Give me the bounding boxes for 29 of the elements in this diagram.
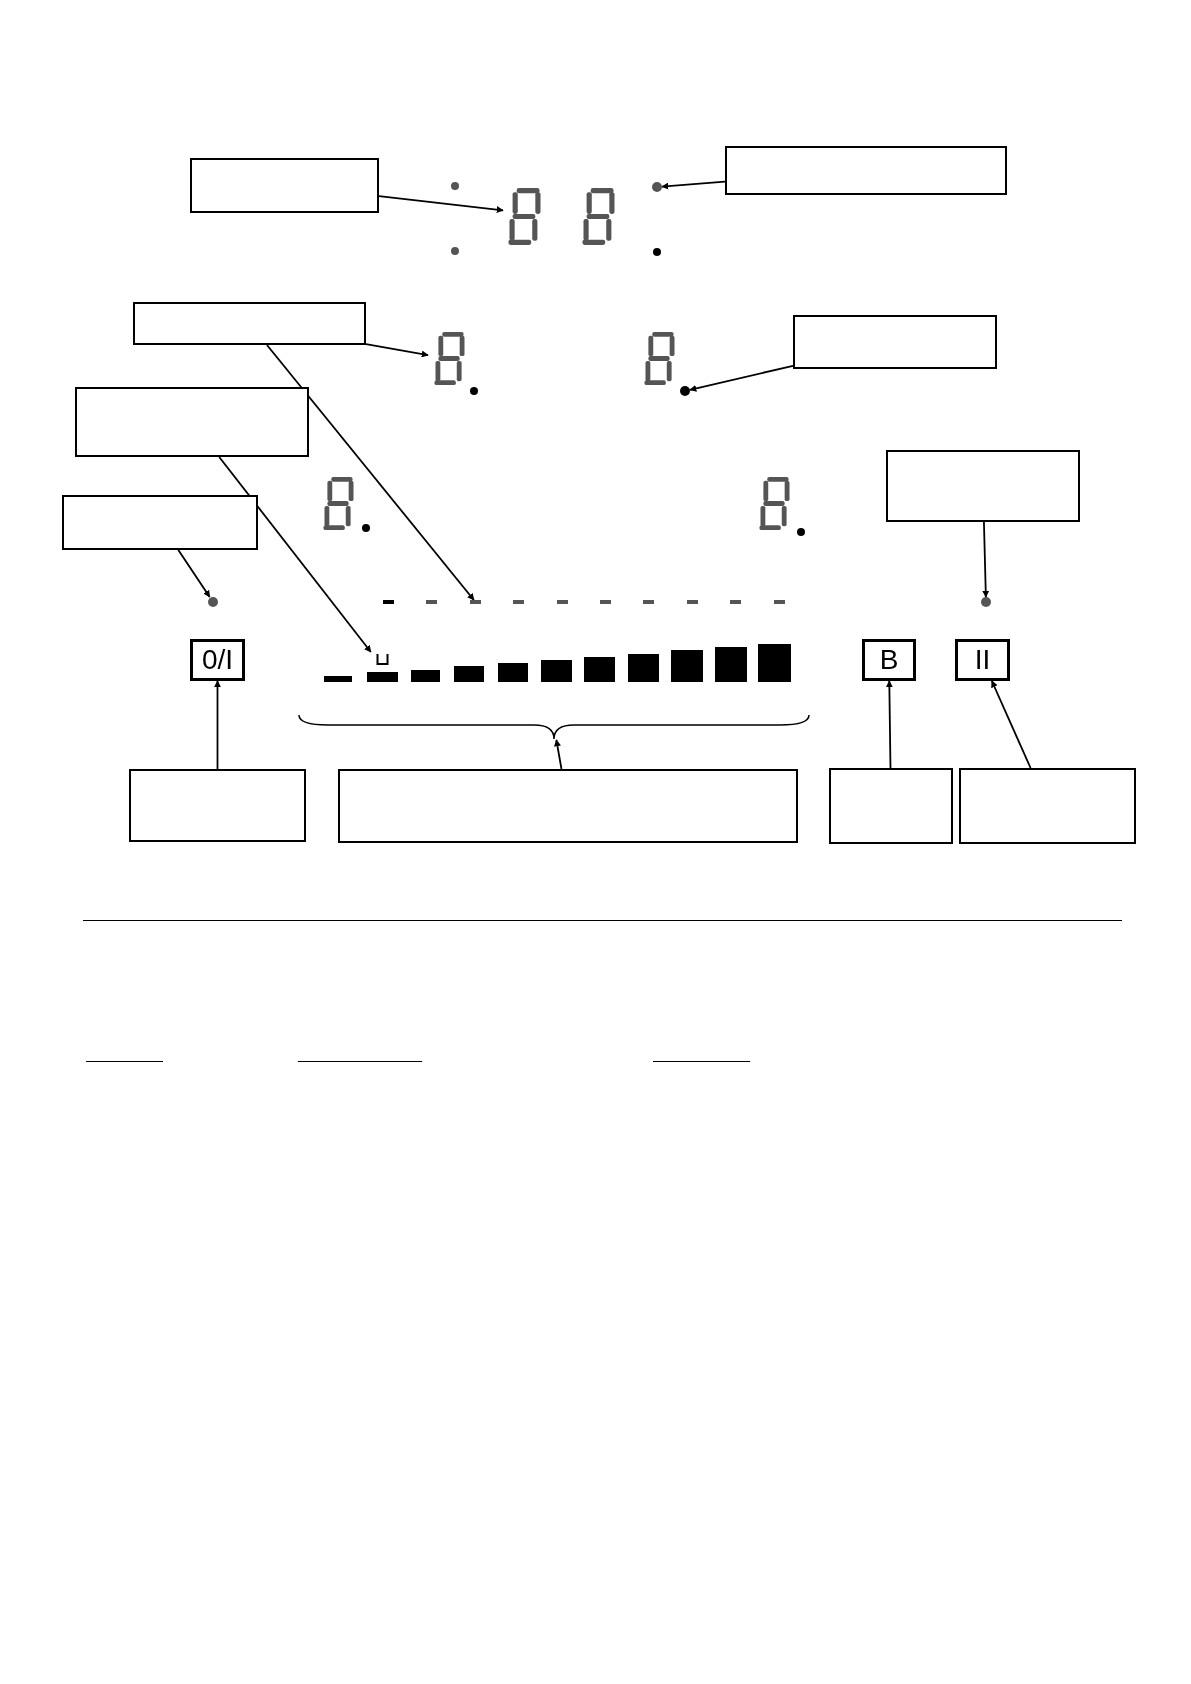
arrow — [990, 680, 1032, 769]
arrow — [177, 549, 211, 598]
arrow — [365, 343, 429, 358]
callout-box — [133, 302, 366, 345]
arrow — [214, 680, 221, 770]
callout-box — [725, 146, 1007, 195]
callout-box — [338, 769, 798, 843]
arrow — [689, 364, 794, 392]
arrow — [378, 195, 504, 214]
curly-brace — [298, 713, 810, 740]
arrow — [982, 521, 990, 598]
callout-box — [829, 768, 953, 844]
arrow — [885, 680, 893, 769]
level-dash — [470, 600, 481, 604]
callout-box — [75, 387, 309, 457]
callout-box — [959, 768, 1136, 844]
arrow — [218, 456, 372, 653]
arrow — [554, 739, 563, 770]
callout-box — [886, 450, 1080, 522]
callout-box — [62, 495, 258, 550]
control-button: B — [862, 639, 916, 681]
level-bar-with-pot-mark — [367, 652, 398, 682]
control-button: II — [955, 639, 1010, 681]
callout-box — [129, 769, 306, 842]
control-button: 0/I — [190, 639, 245, 681]
callout-box — [190, 158, 379, 213]
arrow — [661, 180, 726, 190]
callout-box — [793, 315, 997, 369]
arrow — [266, 344, 475, 601]
